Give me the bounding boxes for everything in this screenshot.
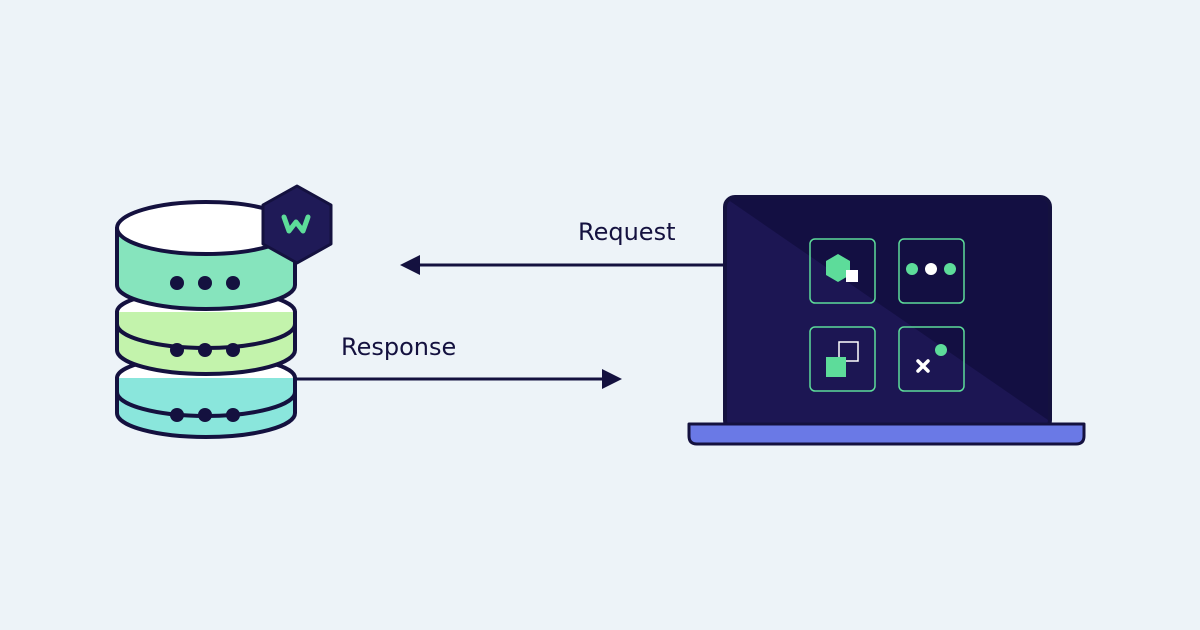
three-dots-icon <box>898 238 965 304</box>
laptop-base <box>687 422 1086 446</box>
request-label: Request <box>578 218 676 246</box>
response-label: Response <box>341 333 457 361</box>
hexagon-logo-icon <box>261 184 333 265</box>
response-arrow <box>297 369 622 389</box>
database-disk-top <box>115 200 297 311</box>
database-icon <box>115 200 297 439</box>
cross-dot-icon <box>898 326 965 392</box>
laptop-icon <box>687 195 1086 446</box>
request-arrow <box>400 255 725 275</box>
overlapping-squares-icon <box>809 326 876 392</box>
hexagon-square-icon <box>809 238 876 304</box>
